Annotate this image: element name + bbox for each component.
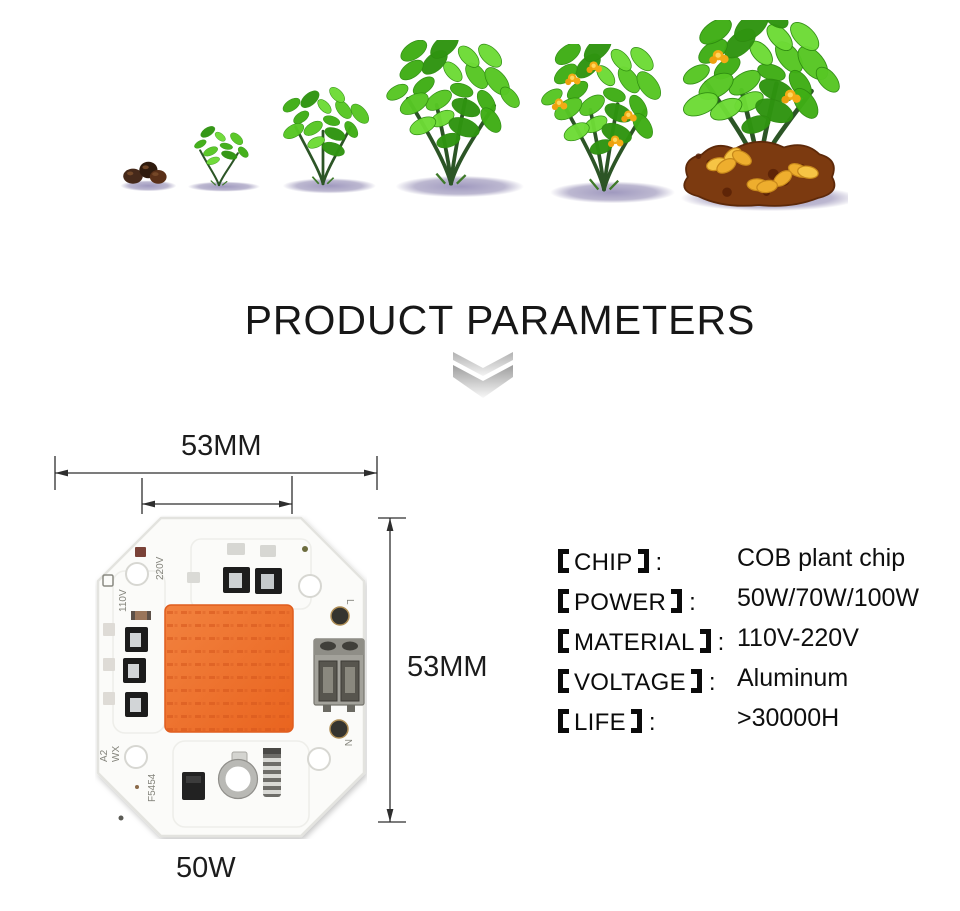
components-bottom: [118, 748, 281, 821]
left-bracket: [558, 549, 569, 573]
board-marking-n: N: [342, 739, 353, 746]
spec-row-power: POWER: 50W/70W/100W: [558, 584, 950, 629]
board-marking-f5454: F5454: [147, 773, 158, 802]
plant-stage-flowering-plant: [533, 44, 675, 204]
plant-stage-seeds: [112, 146, 182, 194]
cob-chip-photo: 220V 110V A2 WX F5454 L N: [96, 516, 366, 838]
right-bracket: [690, 669, 702, 693]
terminal-block: [313, 638, 365, 712]
board-marking-a2: A2: [99, 749, 110, 762]
capacitors-top: [187, 543, 308, 594]
right-bracket: [637, 549, 649, 573]
height-dimension-label: 53MM: [407, 651, 488, 683]
right-bracket: [630, 709, 642, 733]
capacitors-left: [103, 611, 151, 717]
spec-row-material: MATERIAL: 110V-220V: [558, 624, 950, 669]
plant-stage-young-plant: [378, 40, 524, 198]
spec-value: 110V-220V: [737, 624, 859, 652]
spec-label-text: VOLTAGE: [574, 669, 686, 696]
chevron-down-icon: [453, 352, 513, 398]
board-marking-220v: 220V: [155, 556, 166, 580]
width-dimension-label: 53MM: [181, 430, 262, 462]
spec-value: 50W/70W/100W: [737, 584, 920, 612]
board-marking-l: L: [344, 599, 355, 605]
spec-list: CHIP: COB plant chip POWER: 50W/70W/100W…: [558, 544, 950, 749]
spec-label-text: LIFE: [574, 709, 626, 736]
left-bracket: [558, 589, 569, 613]
spec-value: COB plant chip: [737, 544, 906, 572]
spec-row-voltage: VOLTAGE: Aluminum: [558, 664, 950, 709]
spec-label-text: MATERIAL: [574, 629, 695, 656]
right-bracket: [671, 589, 683, 613]
spec-row-life: LIFE: >30000H: [558, 704, 950, 749]
spec-label: POWER:: [558, 589, 737, 617]
spec-label-text: CHIP: [574, 549, 633, 576]
spec-label: MATERIAL:: [558, 629, 737, 657]
spec-colon: :: [648, 709, 656, 736]
spec-colon: :: [655, 549, 663, 576]
spec-colon: :: [717, 629, 725, 656]
spec-label: CHIP:: [558, 549, 737, 577]
terminal-area: [313, 606, 365, 739]
dimension-annotations: [54, 456, 406, 823]
plant-stage-sprout: [178, 118, 260, 192]
plant-stage-seedling: [270, 82, 376, 194]
spec-value: Aluminum: [737, 664, 849, 692]
right-bracket: [699, 629, 711, 653]
spec-value: >30000H: [737, 704, 840, 732]
spec-row-chip: CHIP: COB plant chip: [558, 544, 950, 589]
spec-label-text: POWER: [574, 589, 667, 616]
growth-stages-illustration: [0, 0, 960, 230]
mounting-holes: [124, 562, 331, 771]
spec-label: LIFE:: [558, 709, 737, 737]
spec-colon: :: [708, 669, 716, 696]
left-bracket: [558, 629, 569, 653]
board-marking-wx: WX: [111, 746, 122, 762]
board-marking-110v: 110V: [118, 589, 129, 612]
left-bracket: [558, 669, 569, 693]
inductor-striped: [263, 748, 281, 797]
spec-colon: :: [689, 589, 697, 616]
spec-label: VOLTAGE:: [558, 669, 737, 697]
power-label: 50W: [176, 852, 236, 884]
page-title: PRODUCT PARAMETERS: [244, 297, 756, 343]
left-bracket: [558, 709, 569, 733]
plant-stage-mature-plant-with-peanuts: [670, 20, 848, 212]
